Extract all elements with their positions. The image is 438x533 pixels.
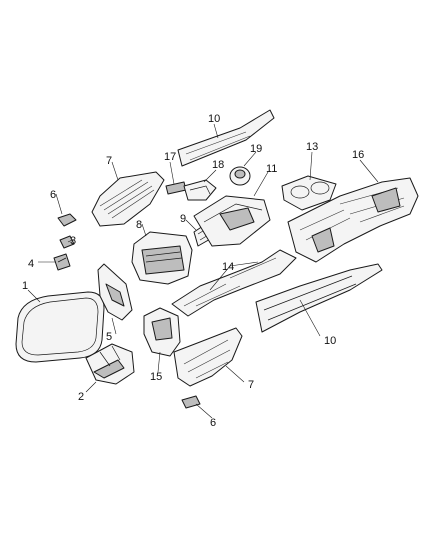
trim-part-17 [165, 181, 187, 195]
callout-18: 18 [212, 159, 224, 171]
callout-16: 16 [352, 149, 364, 161]
callout-17: 17 [164, 151, 176, 163]
switch-part-upper [57, 213, 77, 227]
callout-3: 3 [70, 235, 76, 247]
callout-6-lower: 6 [210, 417, 216, 429]
trim-strip-part-upper [177, 109, 275, 167]
switch-part-lower [181, 395, 201, 409]
leader-lines [27, 123, 379, 419]
callout-13: 13 [306, 141, 318, 153]
clip-part-4 [53, 253, 71, 271]
callout-5: 5 [106, 331, 112, 343]
callout-15: 15 [150, 371, 162, 383]
clip-part-3 [59, 235, 75, 249]
side-panel-part-lower [173, 327, 243, 387]
callout-19: 19 [250, 143, 262, 155]
rear-duct-part [143, 307, 181, 357]
tray-part-18 [183, 179, 217, 201]
console-base-part [287, 177, 419, 263]
callout-2: 2 [78, 391, 84, 403]
callout-6-upper: 6 [50, 189, 56, 201]
shift-knob-part [229, 166, 251, 186]
callout-7-upper: 7 [106, 155, 112, 167]
callout-7-lower: 7 [248, 379, 254, 391]
callout-8: 8 [136, 219, 142, 231]
callout-14: 14 [222, 261, 234, 273]
callout-10-upper: 10 [208, 113, 220, 125]
storage-tray-part [85, 343, 135, 385]
callout-11: 11 [266, 163, 277, 175]
callout-1: 1 [22, 280, 28, 292]
callout-10-lower: 10 [324, 335, 336, 347]
side-panel-part-upper [91, 171, 165, 227]
rear-bezel-part [97, 263, 133, 321]
cup-bin-part [131, 231, 193, 285]
center-bezel-part [193, 195, 271, 247]
callout-labels: 1 2 3 4 5 6 6 7 7 8 9 10 10 11 13 14 15 … [22, 113, 364, 429]
cupholder-insert-part [281, 175, 337, 211]
callout-4: 4 [28, 258, 34, 270]
air-duct-part [171, 249, 297, 317]
callout-9: 9 [180, 213, 186, 225]
trim-strip-part-lower [255, 263, 383, 333]
armrest-lid-part [15, 291, 105, 363]
